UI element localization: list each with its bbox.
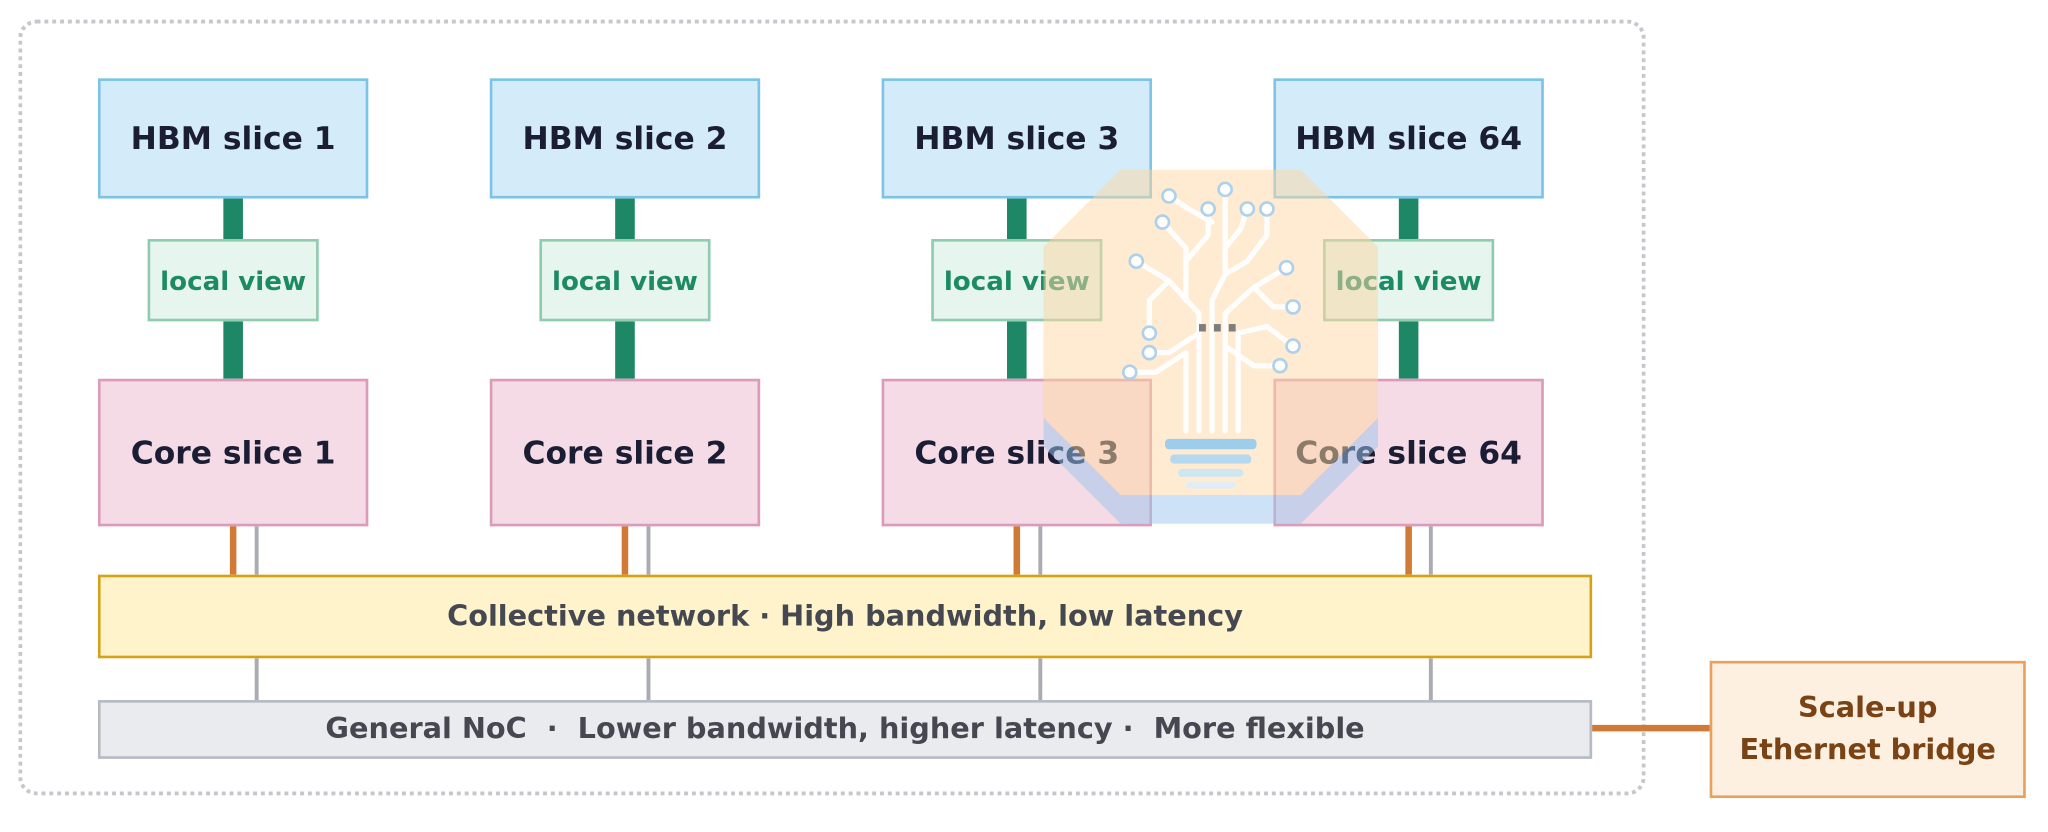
hbm-slice-2: HBM slice 2: [489, 78, 761, 199]
core-slice-3: Core slice 3: [881, 378, 1152, 527]
core-slice-2: Core slice 2: [489, 378, 761, 527]
hbm-local-link: [1007, 198, 1027, 241]
core-collective-link: [1405, 526, 1412, 575]
core-noc-link: [1428, 526, 1433, 575]
hbm-local-link: [615, 198, 635, 241]
hbm-slice-64: HBM slice 64: [1273, 78, 1544, 199]
chip-boundary: [18, 19, 1646, 796]
core-slice-64: Core slice 64: [1273, 378, 1544, 527]
local-view-3: local view: [931, 239, 1103, 322]
core-collective-link: [229, 526, 237, 575]
hbm-local-link: [1398, 198, 1419, 241]
noc-bridge-link: [1592, 724, 1711, 732]
collective-noc-link: [1428, 658, 1433, 701]
local-view-2: local view: [539, 239, 711, 322]
local-core-link: [1398, 321, 1419, 379]
core-noc-link: [1038, 526, 1043, 575]
bridge-label-line2: Ethernet bridge: [1739, 733, 1996, 767]
general-noc-bar: General NoC · Lower bandwidth, higher la…: [97, 700, 1593, 759]
hbm-slice-1: HBM slice 1: [97, 78, 369, 199]
local-core-link: [223, 321, 243, 379]
collective-noc-link: [254, 658, 259, 701]
local-view-64: local view: [1323, 239, 1495, 322]
bridge-label-line1: Scale-up: [1798, 691, 1938, 725]
local-view-1: local view: [147, 239, 319, 322]
collective-noc-link: [1038, 658, 1043, 701]
local-core-link: [1007, 321, 1027, 379]
core-noc-link: [646, 526, 651, 575]
hbm-slice-3: HBM slice 3: [881, 78, 1152, 199]
ethernet-bridge-box: Scale-up Ethernet bridge: [1709, 660, 2026, 799]
hbm-local-link: [223, 198, 243, 241]
core-collective-link: [1013, 526, 1021, 575]
local-core-link: [615, 321, 635, 379]
collective-noc-link: [646, 658, 651, 701]
core-collective-link: [621, 526, 629, 575]
collective-network-bar: Collective network · High bandwidth, low…: [97, 574, 1593, 659]
core-slice-1: Core slice 1: [97, 378, 369, 527]
core-noc-link: [254, 526, 259, 575]
